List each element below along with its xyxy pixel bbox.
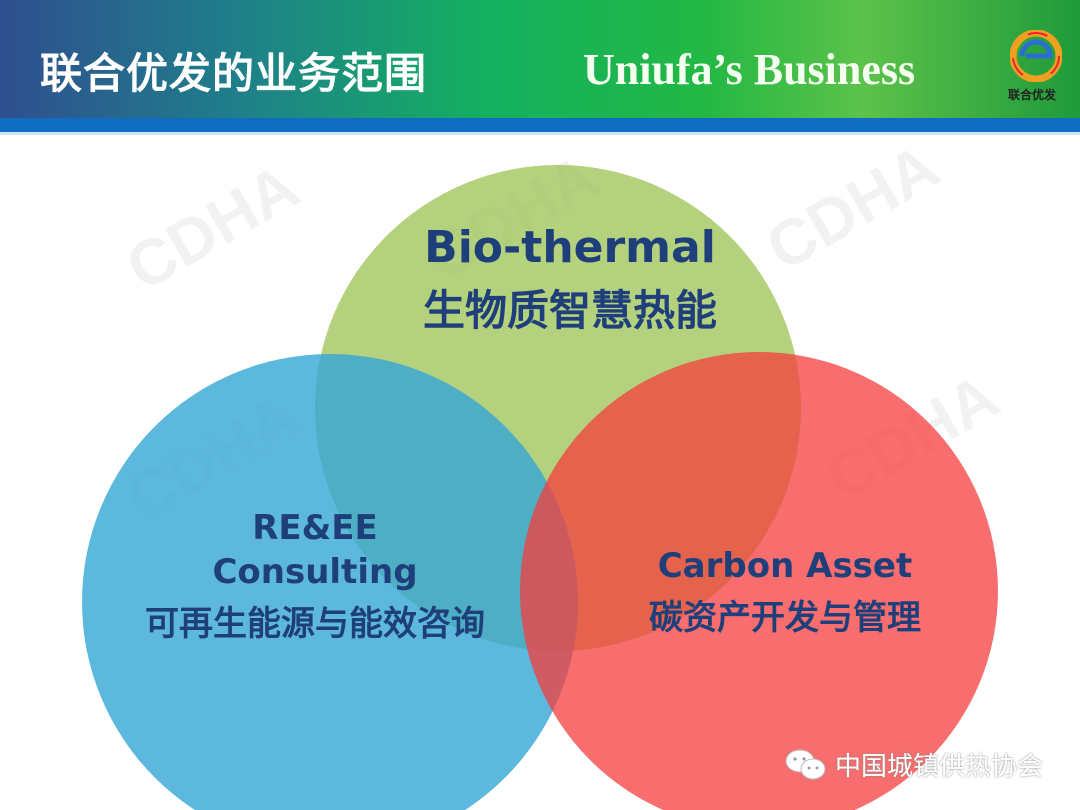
wechat-icon	[785, 749, 826, 779]
label-cn: 生物质智慧热能	[422, 286, 717, 335]
label-carbon-asset: Carbon Asset 碳资产开发与管理	[590, 546, 980, 639]
label-en: Carbon Asset	[657, 546, 913, 586]
label-consulting: RE&EE Consulting 可再生能源与能效咨询	[90, 508, 540, 645]
label-en: Bio-thermal	[424, 222, 716, 273]
slide-header	[0, 0, 1080, 118]
label-bio-thermal: Bio-thermal 生物质智慧热能	[330, 222, 810, 338]
header-divider-light	[0, 132, 1080, 135]
label-en2: Consulting	[212, 552, 418, 592]
label-cn: 可再生能源与能效咨询	[145, 604, 485, 644]
wechat-footer: 中国城镇供热协会	[785, 746, 1043, 783]
uniufa-logo-icon	[1010, 30, 1062, 82]
footer-text: 中国城镇供热协会	[835, 752, 1044, 782]
title-chinese: 联合优发的业务范围	[40, 49, 428, 98]
label-cn: 碳资产开发与管理	[649, 598, 921, 638]
circle-consulting	[82, 354, 578, 810]
logo-text: 联合优发	[1008, 88, 1057, 102]
circle-carbon-asset	[520, 352, 998, 810]
header-divider	[0, 118, 1080, 132]
title-english: Uniufa’s Business	[583, 45, 916, 94]
label-en: RE&EE	[252, 508, 378, 548]
